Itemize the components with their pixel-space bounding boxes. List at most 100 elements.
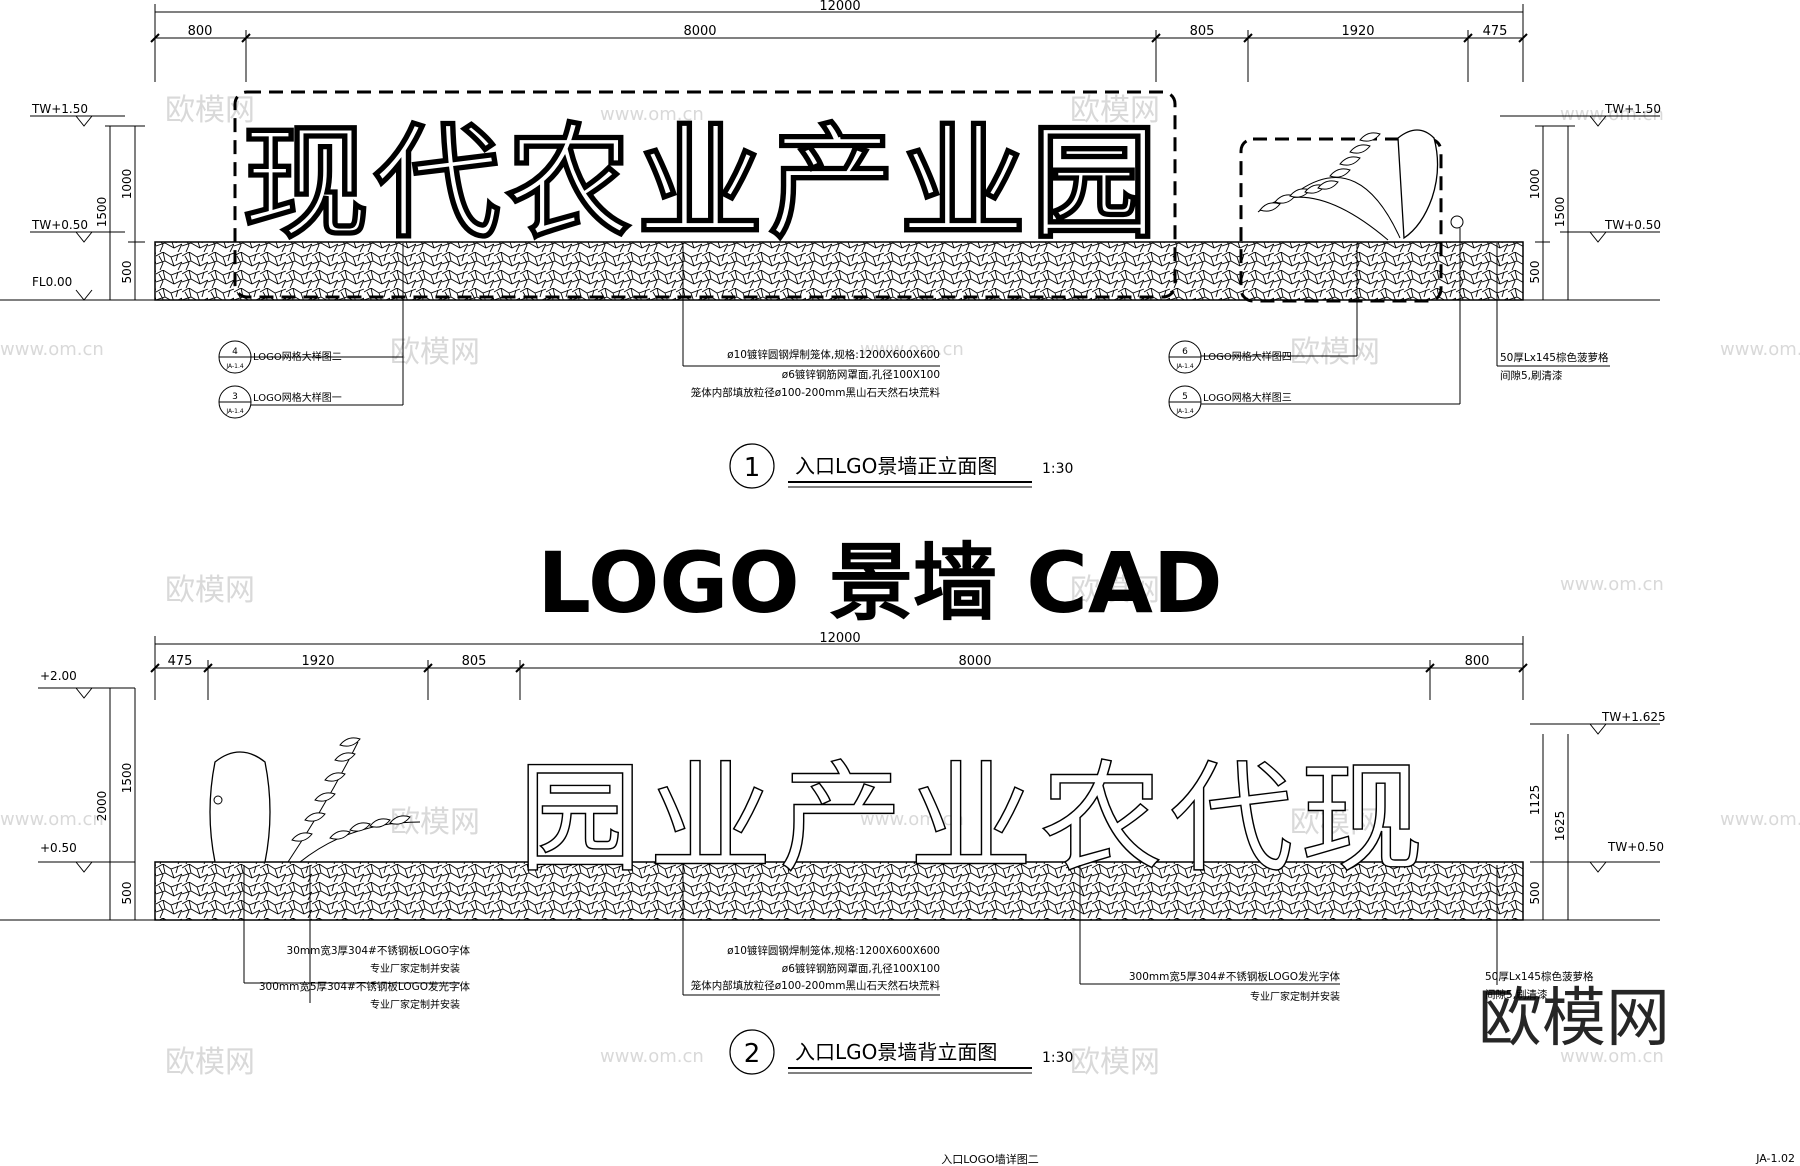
- height-1500-right: 1500: [1553, 197, 1567, 228]
- view-number-2: 2: [744, 1039, 761, 1069]
- callout-stone-fill-back: 笼体内部填放粒径ø100-200mm黑山石天然石块荒料: [691, 979, 941, 992]
- right-level-markers: TW+1.50 TW+0.50 1000 1500 500: [1500, 102, 1661, 301]
- watermark-url: www.om.cn: [1560, 574, 1664, 595]
- callout-gabion-cage-back: ø10镀锌圆钢焊制笼体,规格:1200X600X600: [727, 944, 940, 957]
- watermark-logo: 欧模网: [1070, 1045, 1160, 1080]
- back-sign-text: 园业产业农代现: [518, 750, 1430, 889]
- view-number-1: 1: [744, 453, 761, 483]
- callout-steel-mesh: ø6镀锌钢筋网罩面,孔径100X100: [782, 368, 940, 381]
- svg-text:5: 5: [1182, 392, 1188, 402]
- callout-varnish: 间隙5,刷清漆: [1500, 369, 1563, 382]
- callout-varnish-back: 间隙5,刷清漆: [1485, 988, 1548, 1001]
- watermark-logo: 欧模网: [1290, 335, 1380, 370]
- front-sign-text: 现代农业产业园: [242, 112, 1162, 256]
- watermark-url: www.om.cn: [1720, 339, 1800, 360]
- callout-gabion-cage: ø10镀锌圆钢焊制笼体,规格:1200X600X600: [727, 348, 940, 361]
- callout-logo-detail-2: LOGO网格大样图二: [253, 350, 342, 363]
- callout-logo-detail-4: LOGO网格大样图四: [1203, 350, 1292, 363]
- front-elevation: 12000 800 8000 805 1920 475 TW+1.50 TW+0…: [0, 0, 1661, 489]
- logo-frame-main: [233, 90, 1177, 299]
- watermark-logo: 欧模网: [390, 335, 480, 370]
- callout-timber: 50厚Lx145棕色菠萝格: [1500, 351, 1609, 364]
- callout-logo-detail-3: LOGO网格大样图三: [1203, 391, 1292, 404]
- watermark-logo: 欧模网: [165, 573, 255, 608]
- view-title-back: 2 入口LGO景墙背立面图 1:30: [729, 1029, 1073, 1075]
- watermark-logo: 欧模网: [165, 93, 255, 128]
- left-level-markers-back: +2.00 +0.50 1500 2000 500: [0, 669, 155, 921]
- dimension-800: 800: [188, 24, 213, 39]
- dimension-805-back: 805: [462, 654, 487, 669]
- watermark-url: www.om.cn: [860, 809, 964, 830]
- level-tw150-right: TW+1.50: [1604, 102, 1661, 116]
- watermark-url: www.om.cn: [0, 339, 104, 360]
- watermark-logo-large: 欧模网: [1478, 982, 1670, 1056]
- level-tw050-back: TW+0.50: [1607, 840, 1664, 854]
- wheat-sculpture-icon-back: [209, 737, 421, 863]
- svg-text:JA-1.4: JA-1.4: [225, 408, 244, 415]
- watermark-url: www.om.cn: [1560, 104, 1664, 125]
- svg-text:JA-1.4: JA-1.4: [225, 363, 244, 370]
- level-200: +2.00: [40, 669, 77, 683]
- dimension-805: 805: [1190, 24, 1215, 39]
- watermark-logo: 欧模网: [1070, 573, 1160, 608]
- height-500-right: 500: [1528, 261, 1542, 284]
- watermark-logo: 欧模网: [165, 1045, 255, 1080]
- detail-bubble-3: 3 JA-1.4 LOGO网格大样图一: [218, 385, 342, 419]
- watermark-url: www.om.cn: [600, 104, 704, 125]
- callout-custom-install-2: 专业厂家定制并安装: [370, 998, 460, 1011]
- overall-dimension-top: 12000: [819, 0, 860, 14]
- detail-bubble-6: 6 JA-1.4 LOGO网格大样图四: [1168, 340, 1292, 374]
- logo-frame-side: [1239, 137, 1443, 303]
- callout-lit-letters: 300mm宽5厚304#不锈钢板LOGO发光字体: [259, 980, 471, 993]
- view-title-text: 入口LGO景墙正立面图: [795, 454, 997, 478]
- height-1500-back: 1500: [120, 763, 134, 794]
- callout-steel-letters: 30mm宽3厚304#不锈钢板LOGO字体: [287, 944, 471, 957]
- watermarks: 欧模网 www.om.cn 欧模网 www.om.cn www.om.cn 欧模…: [0, 93, 1800, 1080]
- height-1500: 1500: [95, 197, 109, 228]
- watermark-url: www.om.cn: [860, 339, 964, 360]
- view-scale: 1:30: [1042, 461, 1073, 477]
- svg-text:JA-1.4: JA-1.4: [1175, 408, 1194, 415]
- dimension-475-back: 475: [168, 654, 193, 669]
- gabion-stone-base-back: [154, 861, 1524, 921]
- left-level-markers: TW+1.50 TW+0.50 FL0.00 1000 1500 500: [0, 102, 155, 301]
- height-1000: 1000: [120, 169, 134, 200]
- callout-steel-mesh-back: ø6镀锌钢筋网罩面,孔径100X100: [782, 962, 940, 975]
- main-title: LOGO 景墙 CAD: [537, 534, 1222, 632]
- watermark-url: www.om.cn: [1560, 1046, 1664, 1067]
- back-elevation: 12000 475 1920 805 8000 800 +2.00 +0.50 …: [0, 631, 1666, 1075]
- dimension-1920-back: 1920: [301, 654, 334, 669]
- level-fl000: FL0.00: [32, 275, 72, 289]
- level-tw050: TW+0.50: [31, 218, 88, 232]
- wheat-sculpture-icon: [1257, 129, 1464, 241]
- dimension-475: 475: [1483, 24, 1508, 39]
- watermark-url: www.om.cn: [600, 1046, 704, 1067]
- callout-custom-install-1: 专业厂家定制并安装: [370, 962, 460, 975]
- footer-title: 入口LOGO墙详图二: [941, 1152, 1039, 1166]
- watermark-logo: 欧模网: [1290, 805, 1380, 840]
- view-scale-back: 1:30: [1042, 1050, 1073, 1066]
- watermark-logo: 欧模网: [1070, 93, 1160, 128]
- dimension-800-back: 800: [1465, 654, 1490, 669]
- detail-bubble-4: 4 JA-1.4 LOGO网格大样图二: [218, 340, 342, 374]
- watermark-url: www.om.cn: [1720, 809, 1800, 830]
- view-title-text-back: 入口LGO景墙背立面图: [795, 1040, 997, 1064]
- sheet-number: JA-1.02: [1755, 1152, 1795, 1165]
- level-tw050-right: TW+0.50: [1604, 218, 1661, 232]
- callout-lit-letters-right: 300mm宽5厚304#不锈钢板LOGO发光字体: [1129, 970, 1341, 983]
- view-title-front: 1 入口LGO景墙正立面图 1:30: [729, 443, 1073, 489]
- overall-dimension-bottom: 12000: [819, 631, 860, 646]
- svg-text:JA-1.4: JA-1.4: [1175, 363, 1194, 370]
- dimension-8000-back: 8000: [958, 654, 991, 669]
- dimension-8000: 8000: [683, 24, 716, 39]
- height-1625: 1625: [1553, 811, 1567, 842]
- level-tw150: TW+1.50: [31, 102, 88, 116]
- callout-timber-back: 50厚Lx145棕色菠萝格: [1485, 970, 1594, 983]
- height-500-back-right: 500: [1528, 882, 1542, 905]
- height-1125: 1125: [1528, 785, 1542, 816]
- detail-bubble-5: 5 JA-1.4 LOGO网格大样图三: [1168, 385, 1292, 419]
- svg-text:4: 4: [232, 347, 238, 357]
- height-500-back: 500: [120, 882, 134, 905]
- right-level-markers-back: TW+1.625 TW+0.50 1125 1625 500: [1523, 710, 1666, 921]
